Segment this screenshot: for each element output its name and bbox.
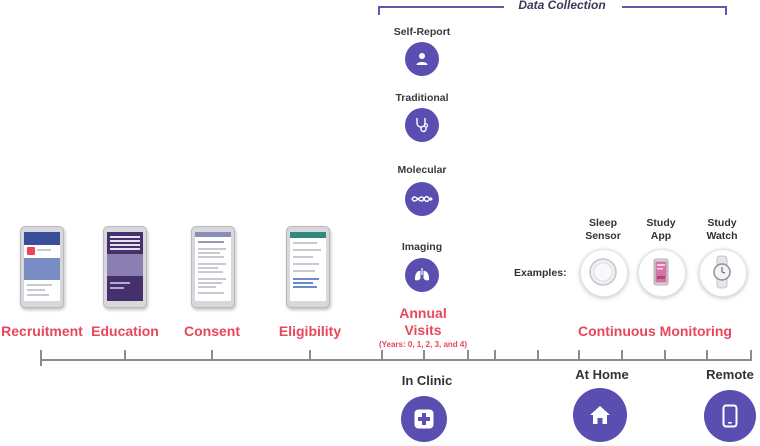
timeline-tick <box>578 350 580 360</box>
category-molecular-label: Molecular <box>397 164 447 176</box>
timeline-tick <box>381 350 383 360</box>
study-app-icon <box>653 258 669 286</box>
timeline-tick <box>211 350 213 360</box>
smartphone-icon <box>722 404 738 428</box>
category-self-report <box>405 42 439 76</box>
device-study-watch-label-1: Study <box>707 217 737 229</box>
person-icon <box>416 53 428 65</box>
device-study-watch-label-2: Watch <box>706 230 738 242</box>
data-collection-bracket-left <box>378 6 504 8</box>
location-in-clinic <box>401 396 447 442</box>
location-at-home <box>573 388 627 442</box>
dna-icon <box>411 195 433 203</box>
location-remote-label: Remote <box>706 367 754 382</box>
timeline-tick <box>750 350 752 360</box>
category-self-report-label: Self-Report <box>393 26 451 38</box>
stethoscope-icon <box>416 118 429 133</box>
category-traditional <box>405 108 439 142</box>
device-study-app <box>638 249 686 297</box>
annual-visits-years: (Years: 0, 1, 2, 3, and 4) <box>378 340 468 349</box>
category-imaging <box>405 258 439 292</box>
data-collection-bracket-right <box>622 6 726 8</box>
recruitment-phone <box>20 226 64 308</box>
timeline-tick <box>537 350 539 360</box>
continuous-monitoring-label: Continuous Monitoring <box>578 323 732 339</box>
data-collection-title: Data Collection <box>518 0 606 12</box>
location-in-clinic-label: In Clinic <box>401 373 453 388</box>
category-traditional-label: Traditional <box>395 92 449 104</box>
data-collection-bracket-left-tick <box>378 6 380 15</box>
lungs-icon <box>414 268 430 281</box>
examples-label: Examples: <box>514 267 567 279</box>
watch-icon <box>713 255 731 289</box>
category-molecular <box>405 182 439 216</box>
timeline-tick <box>621 350 623 360</box>
eligibility-phone <box>286 226 330 308</box>
timeline-tick <box>467 350 469 360</box>
stage-recruitment: Recruitment <box>1 323 83 339</box>
timeline-tick <box>706 350 708 360</box>
timeline-tick <box>494 350 496 360</box>
stage-consent: Consent <box>184 323 240 339</box>
timeline-tick <box>664 350 666 360</box>
education-phone <box>103 226 147 308</box>
timeline-tick <box>40 350 42 366</box>
device-sleep-sensor-label-1: Sleep <box>588 217 618 229</box>
location-remote <box>704 390 756 442</box>
category-imaging-label: Imaging <box>401 241 443 253</box>
data-collection-bracket-right-tick <box>725 6 727 15</box>
annual-visits-line2: Visits <box>404 322 442 338</box>
home-icon <box>590 406 610 424</box>
location-at-home-label: At Home <box>575 367 629 382</box>
timeline-tick <box>124 350 126 360</box>
device-study-app-label-1: Study <box>646 217 676 229</box>
medical-cross-icon <box>414 409 434 429</box>
annual-visits-line1: Annual <box>399 305 447 321</box>
stage-education: Education <box>91 323 159 339</box>
device-study-app-label-2: App <box>650 230 672 242</box>
consent-phone <box>191 226 235 308</box>
stage-eligibility: Eligibility <box>278 323 342 339</box>
device-sleep-sensor-label-2: Sensor <box>585 230 621 242</box>
sleep-sensor-icon <box>589 258 617 286</box>
timeline-axis <box>40 359 752 361</box>
timeline-tick <box>423 350 425 360</box>
device-study-watch <box>699 249 747 297</box>
device-sleep-sensor <box>580 249 628 297</box>
timeline-tick <box>309 350 311 360</box>
